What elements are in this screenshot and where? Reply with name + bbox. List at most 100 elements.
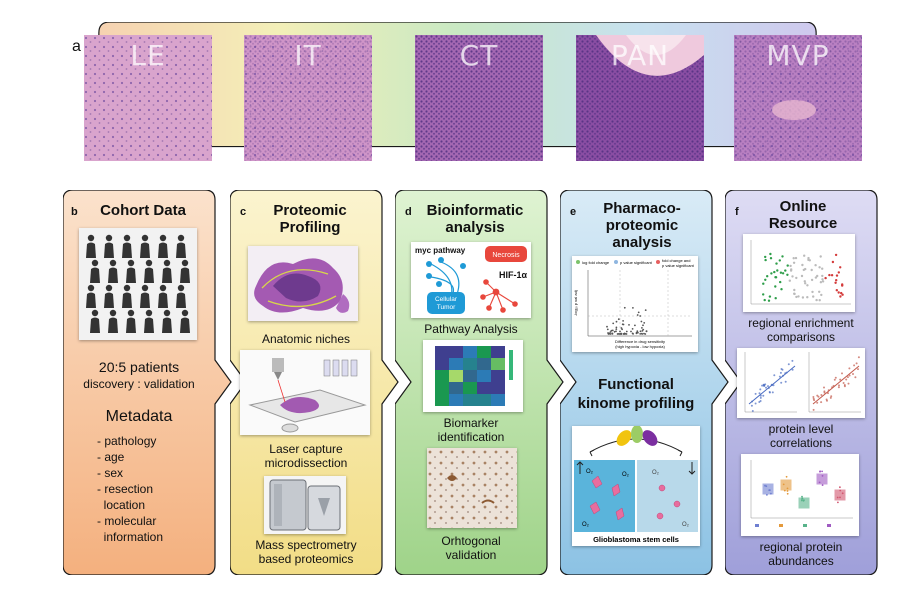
- abundance-caption-1: regional protein: [759, 540, 843, 554]
- correlation-point: [812, 408, 815, 411]
- person-icon: [144, 309, 154, 333]
- enrichment-point: [793, 292, 796, 295]
- correlation-point: [829, 396, 832, 399]
- enrichment-point: [774, 285, 777, 288]
- panel-d-title-2: analysis: [445, 219, 505, 236]
- people-icon: [86, 234, 190, 333]
- enrichment-point: [814, 264, 817, 267]
- cohort-split: discovery : validation: [83, 377, 195, 391]
- panel-e-pharmaco: e Pharmaco- proteomic analysis log fold …: [560, 190, 730, 575]
- o2-label: O₂: [682, 522, 690, 528]
- volcano-point: [630, 330, 632, 333]
- heatmap-cell: [463, 370, 477, 382]
- boxplot-legend-swatch: [755, 524, 759, 527]
- metadata-list: - pathology - age - sex - resection loca…: [97, 433, 212, 545]
- enrichment-point: [828, 273, 831, 277]
- person-icon: [126, 259, 136, 283]
- correlation-point: [820, 401, 823, 404]
- heatmap-cell: [449, 370, 463, 382]
- enrichment-point: [821, 278, 824, 281]
- enrichment-point: [810, 268, 813, 272]
- person-icon: [126, 309, 136, 333]
- enrichment-point: [837, 291, 840, 294]
- correlation-point: [842, 382, 845, 384]
- he-tile-label: MVP: [766, 39, 830, 72]
- metadata-item: - molecular: [97, 514, 157, 528]
- person-icon: [162, 309, 172, 333]
- person-icon: [158, 284, 168, 308]
- volcano-point: [612, 322, 615, 325]
- validation-caption-1: Orhtogonal: [441, 534, 501, 548]
- enrichment-point: [792, 261, 796, 264]
- panel-f-online: f Online Resource regional enrichment co…: [725, 190, 885, 575]
- correlation-point: [791, 368, 794, 371]
- correlation-point: [759, 396, 762, 399]
- volcano-point: [628, 324, 630, 326]
- correlation-point: [773, 374, 776, 377]
- volcano-point: [615, 320, 618, 323]
- enrichment-point: [774, 276, 777, 279]
- anatomic-niches-image: [248, 246, 358, 321]
- volcano-point: [632, 307, 634, 309]
- correlation-point: [833, 378, 836, 381]
- boxplot-point: [839, 486, 841, 489]
- correlation-point: [750, 404, 753, 407]
- biomarker-caption-2: identification: [437, 430, 505, 444]
- volcano-xlabel-1: Difference in drug sensitivity: [615, 339, 665, 344]
- correlation-point: [765, 386, 767, 389]
- heatmap-cell: [449, 394, 463, 406]
- biomarker-caption-1: Biomarker: [443, 416, 499, 430]
- enrichment-point: [815, 298, 818, 302]
- enrichment-point: [764, 255, 767, 259]
- enrichment-point: [837, 271, 840, 274]
- correlation-point: [812, 396, 815, 398]
- enrichment-point: [786, 264, 789, 267]
- heatmap-cell: [477, 358, 491, 370]
- volcano-point: [641, 333, 644, 335]
- heatmap-cell: [435, 394, 449, 406]
- person-icon: [176, 284, 186, 308]
- protein-abundance-boxplot: [741, 454, 859, 536]
- correlation-point: [825, 398, 828, 401]
- pathway-network-image: myc pathway Necrosis HIF-1α Cellular Tum…: [411, 242, 531, 318]
- volcano-point: [644, 333, 647, 335]
- correlation-point: [751, 410, 754, 412]
- ihc-validation-image: [427, 448, 517, 528]
- validation-caption-2: validation: [445, 548, 497, 562]
- person-icon: [104, 234, 114, 258]
- enrichment-point: [811, 290, 814, 294]
- enrichment-point: [792, 257, 795, 260]
- enrichment-point: [816, 274, 819, 278]
- boxplot-point: [769, 489, 771, 491]
- enrichment-point: [821, 267, 824, 270]
- volcano-legend-3b: p value significant: [662, 263, 695, 268]
- boxplot-point: [836, 496, 839, 499]
- heatmap-cell: [449, 382, 463, 394]
- metadata-item: - pathology: [97, 434, 157, 448]
- correlation-point: [847, 382, 850, 385]
- correlation-point: [779, 371, 782, 374]
- panel-d-title-1: Bioinformatic: [426, 202, 524, 219]
- volcano-point: [631, 332, 634, 335]
- person-icon: [180, 259, 190, 283]
- enrichment-point: [804, 282, 807, 285]
- panel-d-bioinformatic: d Bioinformatic analysis myc pathway Nec…: [395, 190, 565, 575]
- volcano-legend-3: fold change and: [662, 258, 690, 263]
- correlation-point: [761, 384, 764, 387]
- boxplot-point: [819, 470, 821, 473]
- heatmap-cell: [491, 370, 505, 382]
- correlation-point: [852, 373, 854, 375]
- volcano-point: [622, 320, 624, 322]
- enrichment-point: [789, 269, 793, 272]
- correlation-point: [837, 386, 840, 389]
- volcano-point: [644, 309, 647, 311]
- enrichment-point: [835, 274, 839, 277]
- correlation-point: [762, 394, 765, 397]
- volcano-point: [615, 330, 617, 333]
- heatmap-cell: [491, 382, 505, 394]
- volcano-point: [609, 331, 612, 333]
- heatmap-cell: [477, 346, 491, 358]
- correlation-point: [784, 380, 787, 383]
- metadata-item: - resection: [97, 482, 154, 496]
- mass-spec-caption-2: based proteomics: [258, 552, 354, 566]
